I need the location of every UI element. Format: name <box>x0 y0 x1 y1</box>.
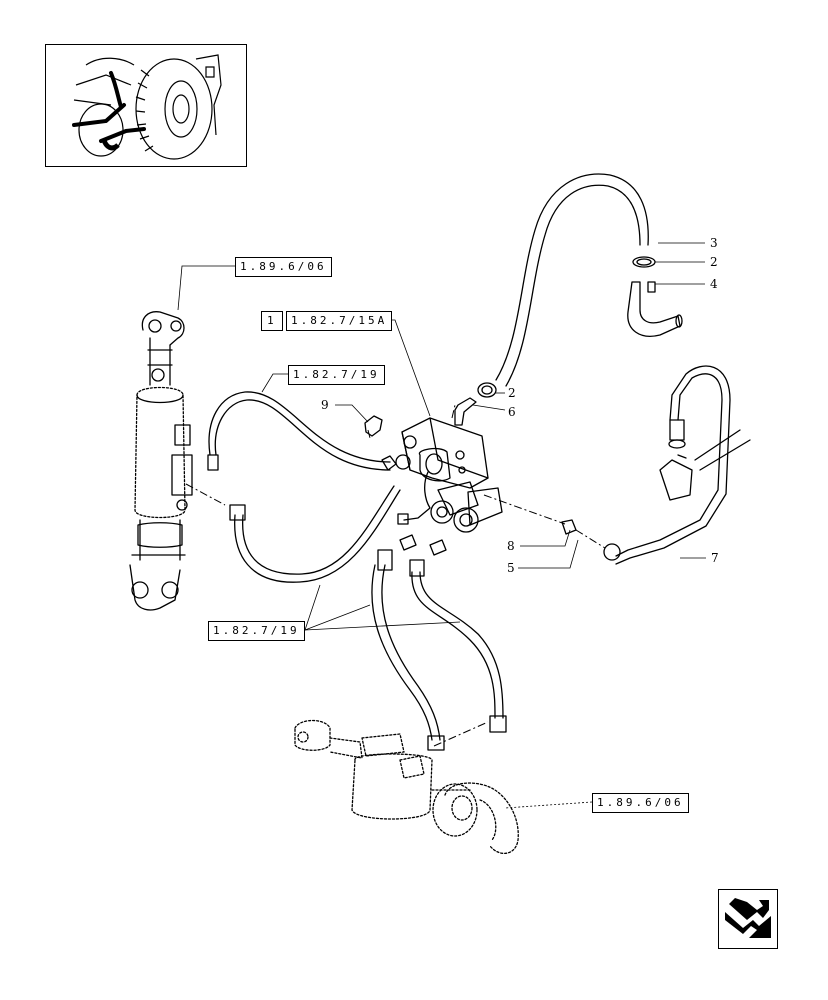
pipe-7 <box>603 365 751 565</box>
hose-3 <box>495 173 649 387</box>
callout-2-mid: 2 <box>508 386 516 400</box>
tractor-locator-thumbnail <box>45 44 247 167</box>
ref-group-number[interactable]: 1 <box>261 311 283 331</box>
ref-top-left-cylinder[interactable]: 1.89.6/06 <box>235 257 332 277</box>
callout-4: 4 <box>710 277 718 291</box>
tractor-thumbnail-drawing <box>72 54 222 160</box>
callout-5: 5 <box>507 561 515 575</box>
ref-bottom-cylinder[interactable]: 1.89.6/06 <box>592 793 689 813</box>
callout-6: 6 <box>508 405 516 419</box>
arrow-glyph <box>725 898 771 938</box>
callout-3: 3 <box>710 236 718 250</box>
ref-hose-upper[interactable]: 1.82.7/19 <box>288 365 385 385</box>
valve-block <box>395 417 503 533</box>
ref-hose-lower[interactable]: 1.82.7/19 <box>208 621 305 641</box>
fitting-6 <box>454 397 477 426</box>
hose-left-loop <box>207 391 401 583</box>
callout-9: 9 <box>321 398 329 412</box>
left-lift-cylinder <box>129 311 193 611</box>
ref-valve-group[interactable]: 1.82.7/15A <box>286 311 393 331</box>
callout-7: 7 <box>711 551 719 565</box>
next-page-arrow-icon[interactable] <box>718 889 778 949</box>
hoses-to-bottom-cylinder <box>371 534 507 751</box>
callout-2-top: 2 <box>710 255 718 269</box>
clamp-2-mid <box>477 382 497 398</box>
plug-9 <box>364 415 383 437</box>
bottom-lift-cylinder <box>294 719 519 854</box>
callout-8: 8 <box>507 539 515 553</box>
elbow-4 <box>627 281 683 337</box>
